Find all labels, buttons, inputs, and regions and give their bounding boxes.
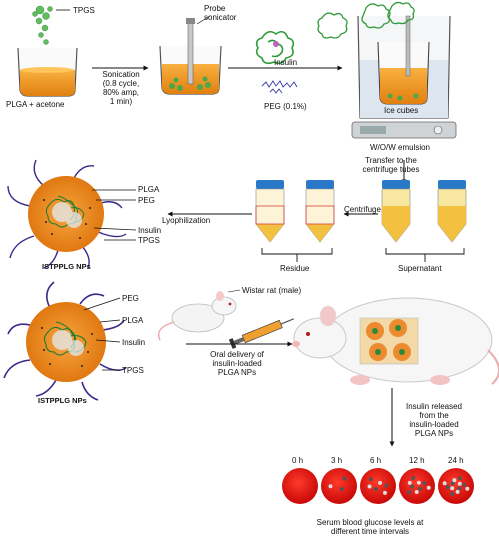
wistar-rat-large — [292, 297, 499, 385]
insulin-label: Insulin — [274, 58, 298, 67]
np1-pointers — [92, 189, 137, 241]
wistar-rat-small — [157, 289, 241, 341]
glucose-particle — [410, 484, 415, 489]
timepoint-label: 24 h — [448, 456, 464, 465]
glucose-particle — [442, 481, 447, 486]
glucose-particle — [416, 480, 421, 485]
glucose-particle — [452, 478, 457, 483]
np2-peg-label: PEG — [122, 294, 139, 303]
sonication-label: Sonication (0.8 cycle, 80% amp, 1 min) — [102, 70, 140, 106]
wistar-rat-label: Wistar rat (male) — [242, 286, 302, 295]
timepoint-circle — [438, 468, 474, 504]
nanoparticle-1 — [7, 159, 127, 269]
probe-sonicator-beaker — [159, 18, 222, 95]
peg-label: PEG (0.1%) — [264, 102, 307, 111]
glucose-particle — [414, 489, 419, 494]
glucose-particle — [450, 486, 455, 491]
peg-polymer — [261, 80, 298, 94]
np1-insulin-label: Insulin — [138, 226, 162, 235]
timepoint-label: 6 h — [370, 456, 382, 465]
np2-tpgs-label: TPGS — [122, 366, 144, 375]
nanoparticle-2 — [3, 281, 127, 401]
timepoint-circle — [282, 468, 318, 504]
residue-tubes — [255, 180, 335, 243]
ice-cubes-label: Ice cubes — [384, 106, 419, 115]
glucose-particle — [457, 481, 462, 486]
transfer-label: Transfer to the centrifuge tubes — [362, 156, 420, 174]
centrifuge-label: Centrifuge — [344, 205, 381, 214]
glucose-particle — [411, 476, 416, 481]
timepoint-label: 12 h — [409, 456, 425, 465]
glucose-particle — [378, 480, 383, 485]
glucose-particle — [445, 485, 450, 490]
oral-delivery-label: Oral delivery of insulin-loaded PLGA NPs — [210, 350, 264, 377]
oral-syringe — [228, 318, 295, 349]
glucose-particle — [406, 490, 411, 495]
glucose-particle — [367, 484, 372, 489]
supernatant-tubes — [381, 180, 467, 243]
timepoint-label: 3 h — [331, 456, 343, 465]
ice-bath-setup — [351, 15, 457, 139]
insulin-protein — [255, 30, 295, 65]
tpgs-droplets — [32, 5, 53, 45]
supernatant-bracket — [385, 248, 465, 262]
timepoint-circle — [321, 468, 357, 504]
glucose-particle — [457, 486, 462, 491]
timeline — [282, 468, 474, 504]
emulsion-label: W/O/W emulsion — [370, 143, 431, 152]
probe-sonicator-label: Probe sonicator — [204, 4, 237, 22]
glucose-particle — [418, 486, 423, 491]
glucose-particle — [455, 489, 460, 494]
residue-bracket — [261, 248, 333, 262]
glucose-particle — [382, 490, 387, 495]
insulin-clusters — [317, 1, 415, 39]
np1-name-label: ISTPPLG NPs — [42, 262, 91, 271]
glucose-particle — [339, 486, 344, 491]
np2-name-label: ISTPPLG NPs — [38, 396, 87, 405]
plga-acetone-label: PLGA + acetone — [6, 100, 65, 109]
glucose-particle — [465, 486, 470, 491]
timepoint-circle — [360, 468, 396, 504]
glucose-caption: Serum blood glucose levels at different … — [316, 518, 424, 536]
residue-label: Residue — [280, 264, 310, 273]
glucose-particle — [342, 476, 347, 481]
np2-insulin-label: Insulin — [122, 338, 146, 347]
np2-pointers — [83, 297, 121, 371]
glucose-particle — [384, 483, 389, 488]
supernatant-label: Supernatant — [398, 264, 442, 273]
lyophilization-label: Lyophilization — [162, 216, 211, 225]
glucose-particle — [422, 481, 427, 486]
glucose-particle — [462, 482, 467, 487]
np1-plga-label: PLGA — [138, 185, 160, 194]
timepoint-label: 0 h — [292, 456, 304, 465]
np1-tpgs-label: TPGS — [138, 236, 160, 245]
glucose-particle — [328, 484, 333, 489]
insulin-released-label: Insulin released from the insulin-loaded… — [405, 402, 463, 438]
glucose-particle — [407, 480, 412, 485]
glucose-particle — [426, 485, 431, 490]
glucose-particle — [373, 487, 378, 492]
timepoint-circle — [399, 468, 435, 504]
glucose-particle — [450, 481, 455, 486]
glucose-particle — [369, 477, 374, 482]
np2-plga-label: PLGA — [122, 316, 144, 325]
tpgs-label: TPGS — [73, 6, 95, 15]
np1-peg-label: PEG — [138, 196, 155, 205]
plga-acetone-beaker — [17, 47, 78, 97]
glucose-particle — [457, 476, 462, 481]
glucose-particle — [450, 491, 455, 496]
